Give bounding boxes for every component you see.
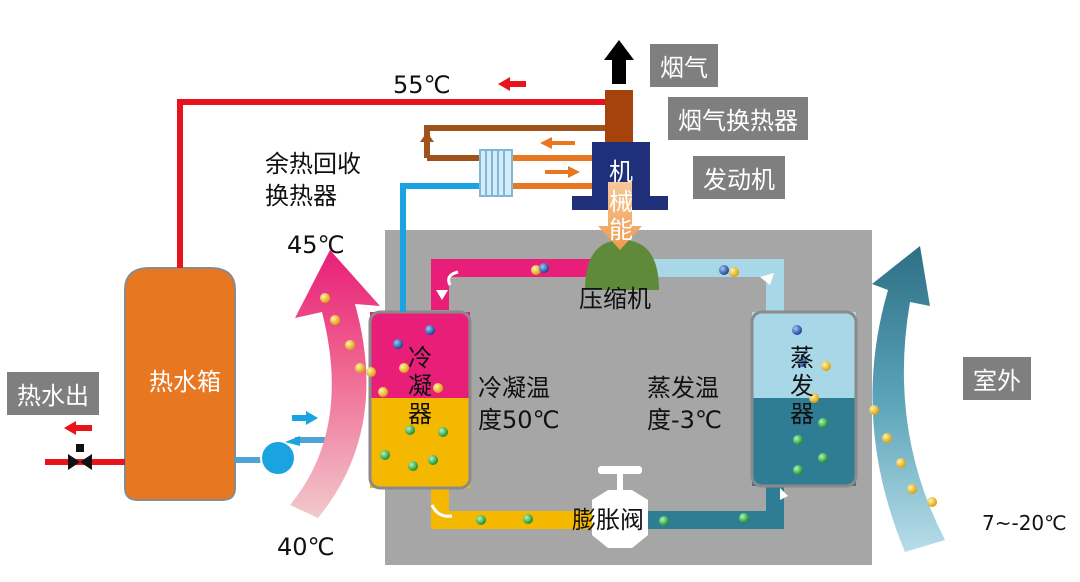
evaporator-label: 蒸发器 (790, 344, 814, 428)
engine-char-label: 机 (609, 158, 633, 186)
arrow-right-icon (292, 411, 318, 425)
loop-arrow-icon (430, 504, 453, 518)
hot-water-tank (124, 267, 236, 501)
loop-arrow-icon (760, 273, 774, 285)
brown-pipe (424, 125, 612, 158)
expansion-valve-handle (598, 466, 642, 474)
loop-arrow-icon (447, 270, 459, 286)
arrow-up-icon (420, 132, 434, 142)
expansion-valve-stem (617, 472, 623, 492)
loop-arrow-icon (780, 488, 788, 500)
smoke-hx-label: 烟气换热器 (668, 97, 808, 140)
compressor-label: 压缩机 (579, 285, 651, 313)
smoke-label: 烟气 (650, 44, 718, 87)
temp-45-label: 45℃ (287, 231, 345, 259)
outdoor-label: 室外 (963, 357, 1031, 400)
pump-icon (260, 440, 296, 476)
temp-55-label: 55℃ (393, 71, 451, 99)
condenser-bottom (370, 398, 470, 488)
smoke-arrow-icon (604, 40, 634, 84)
condenser-frame (368, 310, 472, 490)
exp-valve-label: 膨胀阀 (572, 506, 644, 534)
expansion-valve (592, 490, 648, 548)
cool-loop-pipe (400, 183, 480, 312)
evaporator-frame (750, 310, 858, 488)
waste-heat-exchanger (479, 149, 513, 197)
cond-temp-label: 冷凝温 度50℃ (478, 374, 560, 434)
waste-hx-label: 余热回收 换热器 (265, 150, 361, 210)
mech-energy-label: 械能 (609, 188, 633, 244)
temp-outdoor-label: 7~-20℃ (982, 511, 1067, 535)
hot-water-tank-label: 热水箱 (149, 368, 221, 396)
condenser-top (370, 312, 470, 398)
arrow-right-icon (545, 166, 580, 178)
compressor (585, 240, 659, 290)
condenser-label: 冷凝器 (408, 344, 432, 428)
arrow-left-icon (540, 137, 575, 149)
hx-fins (485, 150, 505, 196)
pump-icon-outlet (285, 436, 300, 446)
engine-label: 发动机 (693, 156, 785, 199)
valve-icon-top (76, 444, 84, 452)
evap-temp-label: 蒸发温 度-3℃ (647, 374, 722, 434)
valve-icon (68, 454, 92, 470)
evaporator-top (752, 312, 856, 398)
smoke-heat-exchanger (605, 90, 633, 142)
loop-arrow-icon (436, 290, 448, 300)
hot-air-arrow (290, 250, 380, 518)
hot-water-out-label: 热水出 (7, 372, 99, 415)
refrigerant-loop-bottom-left (431, 488, 600, 529)
evaporator-bottom (752, 398, 856, 486)
arrow-left-icon (64, 421, 92, 435)
arrow-left-icon (498, 77, 526, 91)
refrigerant-particles (320, 263, 937, 526)
mech-energy-arrow (598, 182, 642, 250)
refrigerant-loop-top-right (645, 259, 784, 312)
outdoor-air-arrow (872, 246, 945, 552)
temp-40-label: 40℃ (277, 533, 335, 561)
refrigerant-loop-bottom-right (640, 485, 784, 529)
